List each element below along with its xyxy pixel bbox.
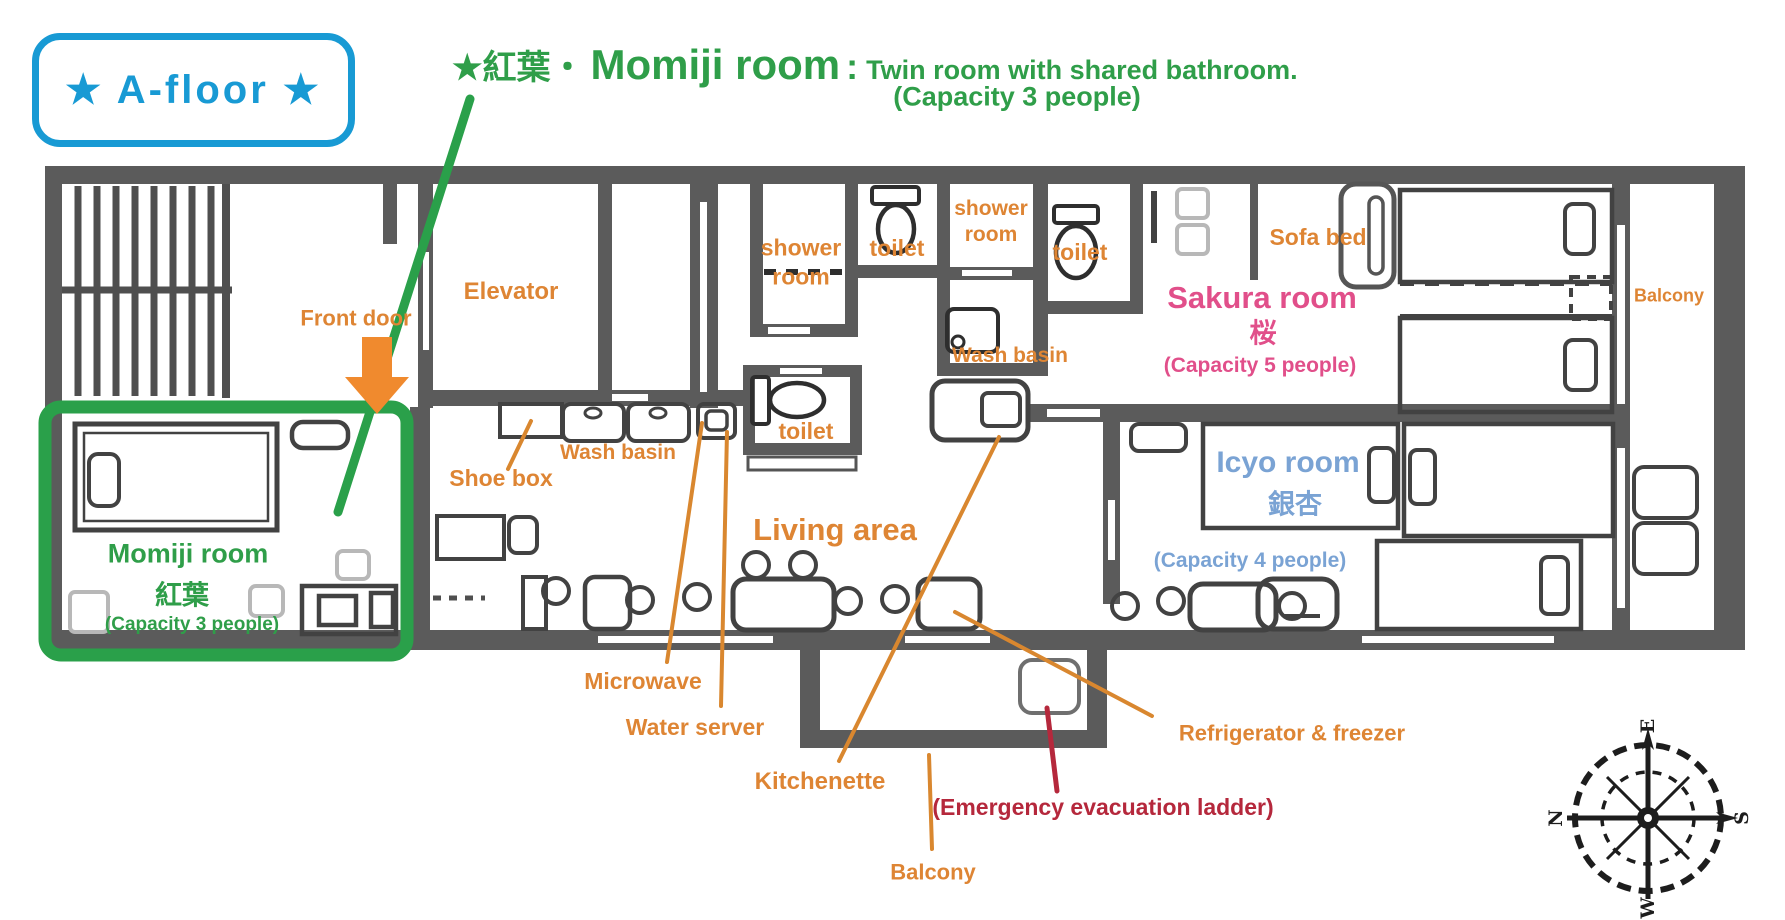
label-momiji-room: Momiji room: [107, 538, 269, 569]
label-wash-basin-left: Wash basin: [560, 440, 676, 464]
label-kitchenette: Kitchenette: [754, 768, 886, 796]
label-sakura-jp: 桜: [1249, 318, 1277, 349]
entry-fixtures: [498, 402, 737, 443]
icyo-furniture: [1129, 421, 1699, 632]
label-sakura-capacity: (Capacity 5 people): [1163, 353, 1357, 377]
compass-west: W: [1637, 897, 1659, 919]
label-shower-room-left: shower room: [760, 234, 842, 289]
label-front-door: Front door: [300, 305, 412, 331]
label-wash-basin-right: Wash basin: [952, 343, 1068, 367]
label-icyo-room: Icyo room: [1216, 445, 1360, 479]
sanitary-fixtures: [750, 185, 1100, 443]
label-sakura-room: Sakura room: [1167, 280, 1357, 316]
floor-badge: ★ A-floor ★: [32, 33, 355, 147]
momiji-furniture: [68, 419, 485, 637]
label-balcony-bottom: Balcony: [890, 859, 976, 885]
title-colon: :: [846, 46, 859, 87]
living-furniture: [435, 514, 1307, 633]
label-icyo-capacity: (Capacity 4 people): [1153, 548, 1347, 572]
compass-east: E: [1637, 718, 1659, 734]
title-star-icon: ★: [452, 49, 483, 87]
outer-walls: [45, 166, 1745, 748]
staircase: [62, 184, 232, 398]
label-momiji-capacity: (Capacity 3 people): [104, 614, 280, 636]
title-capacity: (Capacity 3 people): [893, 81, 1141, 112]
label-toilet-middle: toilet: [778, 417, 834, 444]
page-title: ★ 紅葉・ Momiji room : Twin room with share…: [452, 40, 1298, 89]
title-description: Twin room with shared bathroom.: [866, 55, 1298, 85]
compass-rose-icon: [1567, 728, 1738, 899]
label-refrigerator: Refrigerator & freezer: [1178, 720, 1406, 746]
label-balcony-right: Balcony: [1633, 285, 1705, 306]
label-water-server: Water server: [625, 713, 765, 740]
label-shoe-box: Shoe box: [449, 464, 553, 491]
label-living-area: Living area: [753, 512, 917, 548]
label-icyo-jp: 銀杏: [1268, 489, 1322, 520]
title-japanese: 紅葉・: [482, 49, 585, 87]
highlight-annotations: [38, 94, 475, 662]
balcony-features: [1018, 658, 1081, 715]
sakura-furniture: [1175, 181, 1615, 415]
label-emergency-ladder: (Emergency evacuation ladder): [932, 793, 1274, 820]
label-momiji-jp: 紅葉: [155, 580, 209, 611]
compass-south: S: [1731, 811, 1753, 825]
title-room-name: Momiji room: [590, 41, 841, 88]
compass-north: N: [1545, 809, 1567, 827]
label-sofa-bed: Sofa bed: [1269, 223, 1367, 250]
label-elevator: Elevator: [463, 278, 559, 306]
label-toilet-top-left: toilet: [869, 234, 925, 261]
label-microwave: Microwave: [584, 667, 702, 694]
interior-walls: [383, 184, 1630, 650]
label-toilet-top-right: toilet: [1052, 238, 1108, 265]
label-shower-room-right: shower room: [954, 196, 1028, 246]
pointer-lines: [506, 419, 1154, 851]
toilet-step: [746, 455, 858, 472]
